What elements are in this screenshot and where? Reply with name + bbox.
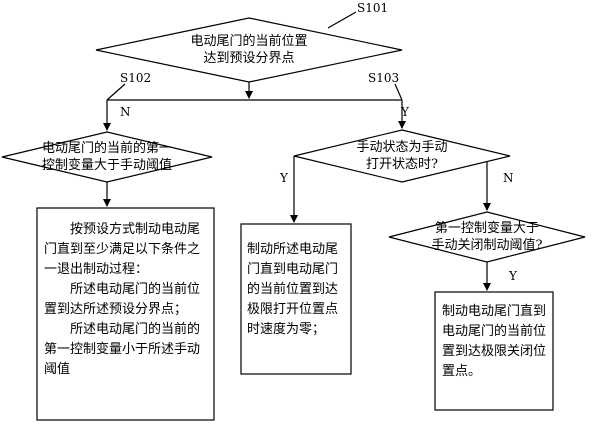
box-right-text: 制动电动尾门直到电动尾门的当前位置到达极限关闭位置点。 — [442, 304, 547, 379]
branch-label-s101-yes: Y — [401, 105, 409, 119]
box-left-condition-2: 所述电动尾门的当前的第一控制变量小于所述手动阈值 — [44, 322, 201, 377]
box-mid-text: 制动所述电动尾门直到电动尾门的当前位置到达极限打开位置点时速度为零； — [247, 242, 339, 337]
branch-label-s103-no: N — [503, 171, 514, 185]
label-s103: S103 — [368, 71, 400, 85]
decision-close-line-2: 手动关闭制动阈值? — [431, 238, 543, 253]
decision-close-text: 第一控制变量大于 手动关闭制动阈值? — [412, 220, 562, 254]
label-s102: S102 — [120, 71, 152, 85]
branch-label-s103-yes: Y — [280, 171, 288, 185]
box-left-text: 按预设方式制动电动尾门直到至少满足以下条件之一退出制动过程： 所述电动尾门的当前… — [44, 220, 208, 380]
box-left-condition-1: 所述电动尾门的当前位置到达所述预设分界点； — [44, 282, 201, 317]
branch-label-close-yes: Y — [509, 269, 517, 283]
decision-close-line-1: 第一控制变量大于 — [434, 221, 539, 236]
decision-s102-line-2: 控制变量大于手动阈值 — [41, 158, 172, 173]
label-s101: S101 — [357, 1, 389, 15]
box-mid-shape — [240, 223, 352, 375]
box-right-shape — [434, 291, 554, 411]
decision-s101-line-1: 电动尾门的当前位置 — [190, 34, 308, 49]
decision-s103-line-2: 打开状态时? — [366, 157, 438, 172]
leader-s101 — [327, 11, 357, 29]
box-left-intro: 按预设方式制动电动尾门直到至少满足以下条件之一退出制动过程： — [44, 222, 201, 277]
box-left-shape — [36, 207, 215, 421]
decision-s103-shape — [293, 129, 511, 183]
decision-s102-line-1: 电动尾门的当前的第一 — [41, 141, 172, 156]
leader-s102 — [106, 83, 126, 101]
decision-s103-line-1: 手动状态为手动 — [356, 140, 448, 155]
leader-s103 — [394, 83, 403, 101]
decision-s101-line-2: 达到预设分界点 — [203, 51, 295, 66]
decision-s103-text: 手动状态为手动 打开状态时? — [337, 139, 467, 173]
decision-s101-text: 电动尾门的当前位置 达到预设分界点 — [149, 33, 349, 67]
decision-s102-text: 电动尾门的当前的第一 控制变量大于手动阈值 — [22, 140, 192, 174]
branch-label-s101-no: N — [120, 105, 131, 119]
